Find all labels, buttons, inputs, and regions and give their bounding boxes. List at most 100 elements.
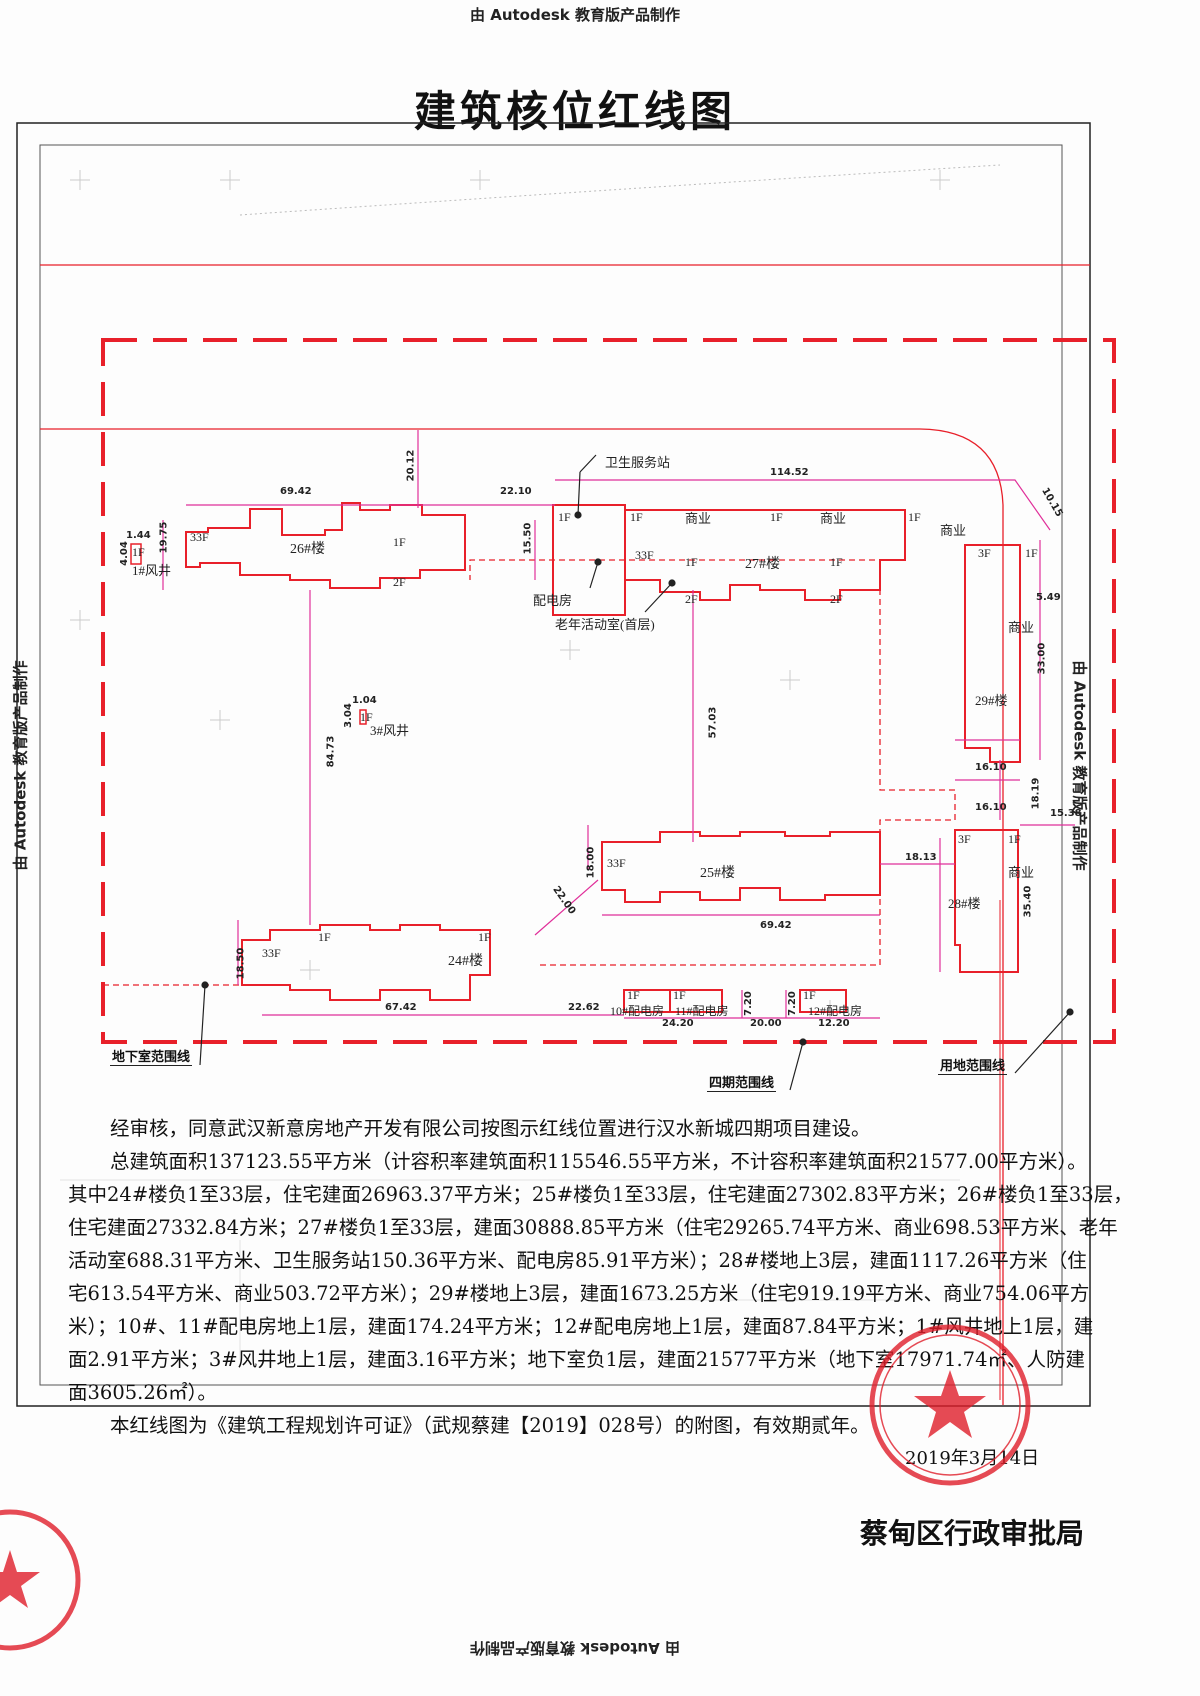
page-title: 建筑核位红线图 bbox=[413, 87, 736, 136]
commercial-label: 商业 bbox=[820, 511, 847, 526]
floor-label: 33F bbox=[635, 548, 654, 562]
approval-date: 2019年3月14日 bbox=[905, 1448, 1040, 1469]
commercial-label: 商业 bbox=[940, 523, 967, 538]
approval-line: 总建筑面积137123.55平方米（计容积率建筑面积115546.55平方米，不… bbox=[110, 1150, 1087, 1173]
floor-label: 1F bbox=[908, 510, 921, 524]
dim-label: 16.10 bbox=[975, 762, 1007, 773]
callout-land: 用地范围线 bbox=[938, 1055, 1008, 1075]
dim-label: 12.20 bbox=[818, 1018, 850, 1029]
floor-label: 1F bbox=[360, 710, 373, 724]
building-label-26: 26#楼 bbox=[290, 542, 325, 557]
fengjing-1 bbox=[130, 543, 142, 565]
dim-label: 3.04 bbox=[342, 703, 354, 728]
pd11-label: 11#配电房 bbox=[675, 1004, 729, 1018]
approval-line: 经审核，同意武汉新意房地产开发有限公司按图示红线位置进行汉水新城四期项目建设。 bbox=[110, 1117, 871, 1140]
floor-label: 1F bbox=[478, 930, 491, 944]
buildings bbox=[130, 502, 1021, 1013]
dim-label: 18.13 bbox=[905, 852, 937, 863]
fengjing-3-label: 3#风井 bbox=[370, 723, 410, 738]
road-redlines bbox=[40, 264, 1090, 1405]
building-26 bbox=[185, 502, 466, 589]
outer-frame bbox=[16, 122, 1091, 1407]
dim-label: 57.03 bbox=[707, 706, 719, 739]
approval-line: 面3605.26㎡）。 bbox=[68, 1381, 217, 1404]
floor-label: 1F bbox=[673, 988, 686, 1002]
commercial-label: 商业 bbox=[1008, 865, 1035, 880]
dimension-lines bbox=[162, 430, 1075, 1019]
commercial-label: 商业 bbox=[685, 511, 712, 526]
laonian-label: 老年活动室(首层) bbox=[555, 617, 655, 632]
floor-label: 2F bbox=[393, 575, 406, 589]
dim-label: 4.04 bbox=[118, 541, 130, 566]
pd12-label: 12#配电房 bbox=[808, 1004, 863, 1018]
floor-label: 1F bbox=[803, 988, 816, 1002]
floor-label: 2F bbox=[830, 592, 843, 606]
basement-line bbox=[103, 559, 956, 986]
building-label-27: 27#楼 bbox=[745, 557, 780, 572]
dim-label: 22.62 bbox=[568, 1002, 600, 1013]
approval-line: 住宅建面27332.84方米；27#楼负1至33层，建面30888.85平方米（… bbox=[68, 1216, 1118, 1239]
floor-label: 1F bbox=[132, 545, 145, 559]
dim-label: 7.20 bbox=[786, 991, 798, 1016]
dim-label: 7.20 bbox=[742, 991, 754, 1016]
floor-label: 1F bbox=[627, 988, 640, 1002]
approval-line: 本红线图为《建筑工程规划许可证》（武规蔡建【2019】028号）的附图，有效期贰… bbox=[110, 1414, 870, 1437]
floor-label: 1F bbox=[318, 930, 331, 944]
callout-phase4: 四期范围线 bbox=[707, 1072, 777, 1092]
floor-label: 33F bbox=[607, 856, 626, 870]
floor-label: 1F bbox=[830, 555, 843, 569]
building-25 bbox=[601, 831, 881, 903]
floor-label: 3F bbox=[958, 832, 971, 846]
callout-basement: 地下室范围线 bbox=[110, 1046, 193, 1066]
phase4-boundary bbox=[101, 338, 1116, 1044]
dim-label: 18.19 bbox=[1030, 777, 1042, 810]
dim-label: 69.42 bbox=[760, 920, 792, 931]
building-29 bbox=[964, 544, 1021, 763]
dim-label: 18.00 bbox=[585, 846, 597, 879]
building-24 bbox=[241, 924, 491, 1001]
floor-label: 1F bbox=[685, 555, 698, 569]
building-label-24: 24#楼 bbox=[448, 954, 483, 969]
approval-line: 宅613.54平方米、商业503.72平方米）；29#楼地上3层，建面1673.… bbox=[68, 1282, 1090, 1305]
floor-label: 1F bbox=[630, 510, 643, 524]
approval-line: 米）；10#、11#配电房地上1层，建面174.24平方米；12#配电房地上1层… bbox=[68, 1315, 1094, 1338]
building-11-pd bbox=[669, 989, 723, 1013]
dim-label: 84.73 bbox=[325, 735, 337, 768]
commercial-label: 商业 bbox=[1008, 620, 1035, 635]
watermark-top: 由 Autodesk 教育版产品制作 bbox=[469, 6, 681, 24]
building-label-25: 25#楼 bbox=[700, 866, 735, 881]
floor-label: 3F bbox=[978, 546, 991, 560]
pd10-label: 10#配电房 bbox=[610, 1004, 665, 1018]
building-label-28: 28#楼 bbox=[948, 896, 981, 911]
approval-line: 其中24#楼负1至33层，住宅建面26963.37平方米；25#楼负1至33层，… bbox=[68, 1183, 1133, 1206]
floor-label: 33F bbox=[190, 530, 209, 544]
approval-line: 活动室688.31平方米、卫生服务站150.36平方米、配电房85.91平方米）… bbox=[68, 1249, 1087, 1272]
dim-label: 33.00 bbox=[1036, 642, 1048, 675]
building-label-29: 29#楼 bbox=[975, 693, 1008, 708]
building-12-pd bbox=[799, 989, 847, 1013]
fengjing-3 bbox=[359, 709, 367, 725]
dim-label: 20.00 bbox=[750, 1018, 782, 1029]
dim-label: 18.50 bbox=[235, 947, 247, 980]
floor-label: 1F bbox=[393, 535, 406, 549]
dim-label: 1.04 bbox=[352, 695, 377, 706]
weisheng-peidian bbox=[552, 504, 626, 616]
weisheng-label: 卫生服务站 bbox=[605, 455, 671, 470]
dim-label: 5.49 bbox=[1036, 592, 1061, 603]
building-28 bbox=[954, 829, 1019, 973]
floor-label: 1F bbox=[558, 510, 571, 524]
dim-label: 35.40 bbox=[1022, 885, 1034, 918]
approval-line: 面2.91平方米；3#风井地上1层，建面3.16平方米；地下室负1层，建面215… bbox=[68, 1348, 1085, 1371]
dim-label: 15.50 bbox=[522, 522, 534, 555]
inner-frame bbox=[39, 144, 1063, 1386]
dim-label: 69.42 bbox=[280, 486, 312, 497]
floor-label: 2F bbox=[685, 592, 698, 606]
peidian-label: 配电房 bbox=[533, 593, 573, 608]
floor-label: 1F bbox=[1025, 546, 1038, 560]
floor-label: 1F bbox=[770, 510, 783, 524]
dim-label: 1.44 bbox=[126, 530, 151, 541]
dim-label: 114.52 bbox=[770, 467, 809, 478]
survey-marks bbox=[60, 170, 960, 1360]
floor-label: 1F bbox=[1008, 832, 1021, 846]
